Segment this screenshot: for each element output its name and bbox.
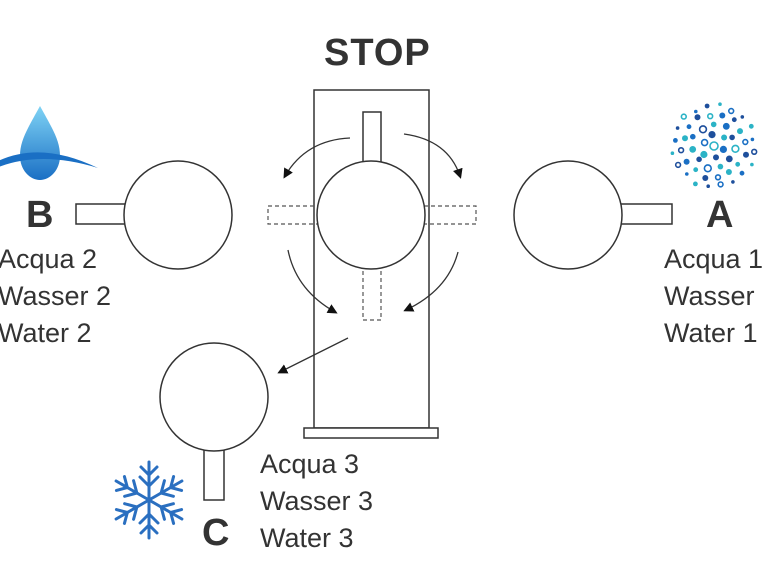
bubble [710,121,717,128]
position-c-line-3: Water 3 [260,523,354,553]
bubble [700,138,709,147]
snowflake-icon [110,460,188,540]
bubble [689,146,697,153]
bubble [721,134,728,141]
bubble [750,148,758,156]
bubble [722,122,730,130]
bubble [677,147,685,154]
position-a-letter: A [706,194,734,236]
bubble [680,113,687,120]
bubble [709,141,719,151]
bubble [674,161,682,169]
bubble [731,117,737,123]
bubble [693,167,699,173]
bubble [718,102,722,106]
position-a-line-3: Water 1 [664,318,758,348]
bubble [719,112,726,119]
bubble [700,150,708,159]
bubble [750,162,754,167]
bubble [704,103,710,109]
bubble [703,164,712,173]
position-b-line-2: Wasser 2 [0,281,112,311]
rotation-arrows [277,133,463,374]
bubble [717,181,724,188]
bubble [675,126,680,130]
position-b-letter: B [26,194,54,236]
position-a-label: Acqua 1 Wasser Water 1 [664,241,763,352]
bubble [685,172,689,176]
position-b-line-3: Water 2 [0,318,92,348]
position-b-label: Acqua 2 Wasser 2 Water 2 [0,241,111,352]
bubble [735,161,741,167]
position-a-line-1: Acqua 1 [664,244,764,274]
bubble [706,184,710,188]
sparkling-water-bubbles-icon [670,102,758,188]
bubble [731,180,735,184]
bubble [686,124,692,130]
position-c-line-1: Acqua 3 [260,449,360,479]
bubble [731,144,740,154]
lever-position-b [75,160,233,270]
bubble [739,170,745,176]
bubble [694,109,698,114]
bubble [725,155,733,163]
bubble [727,107,735,115]
bubble [683,158,690,165]
bubble [742,138,749,146]
bubble [743,151,749,158]
bubble [670,151,675,155]
bubble [696,156,702,163]
bubble [693,181,698,187]
bubble [719,145,728,153]
position-a-line-2: Wasser [664,281,755,311]
bubble [690,133,696,140]
position-c-label: Acqua 3 Wasser 3 Water 3 [260,446,373,557]
bubble [706,112,714,120]
bubble [717,163,724,170]
bubble [702,175,709,181]
bubble [729,134,735,141]
bubble [737,128,743,135]
bubble [694,114,701,121]
bubble [748,123,754,129]
bubble [725,169,732,175]
bubble [714,174,722,181]
bubble [673,138,678,143]
position-c-letter: C [202,512,230,554]
position-c-line-2: Wasser 3 [260,486,374,516]
bubble [713,154,719,161]
bubble [708,131,716,139]
lever-position-c [159,342,269,501]
lever-position-a [513,160,673,270]
stop-title: STOP [324,32,431,74]
bubble [750,137,755,142]
bubble [740,115,745,119]
water-drop-icon [0,106,98,180]
stop-lever [267,111,477,321]
bubble [682,135,688,142]
position-b-line-1: Acqua 2 [0,244,98,274]
bubble [698,125,708,134]
